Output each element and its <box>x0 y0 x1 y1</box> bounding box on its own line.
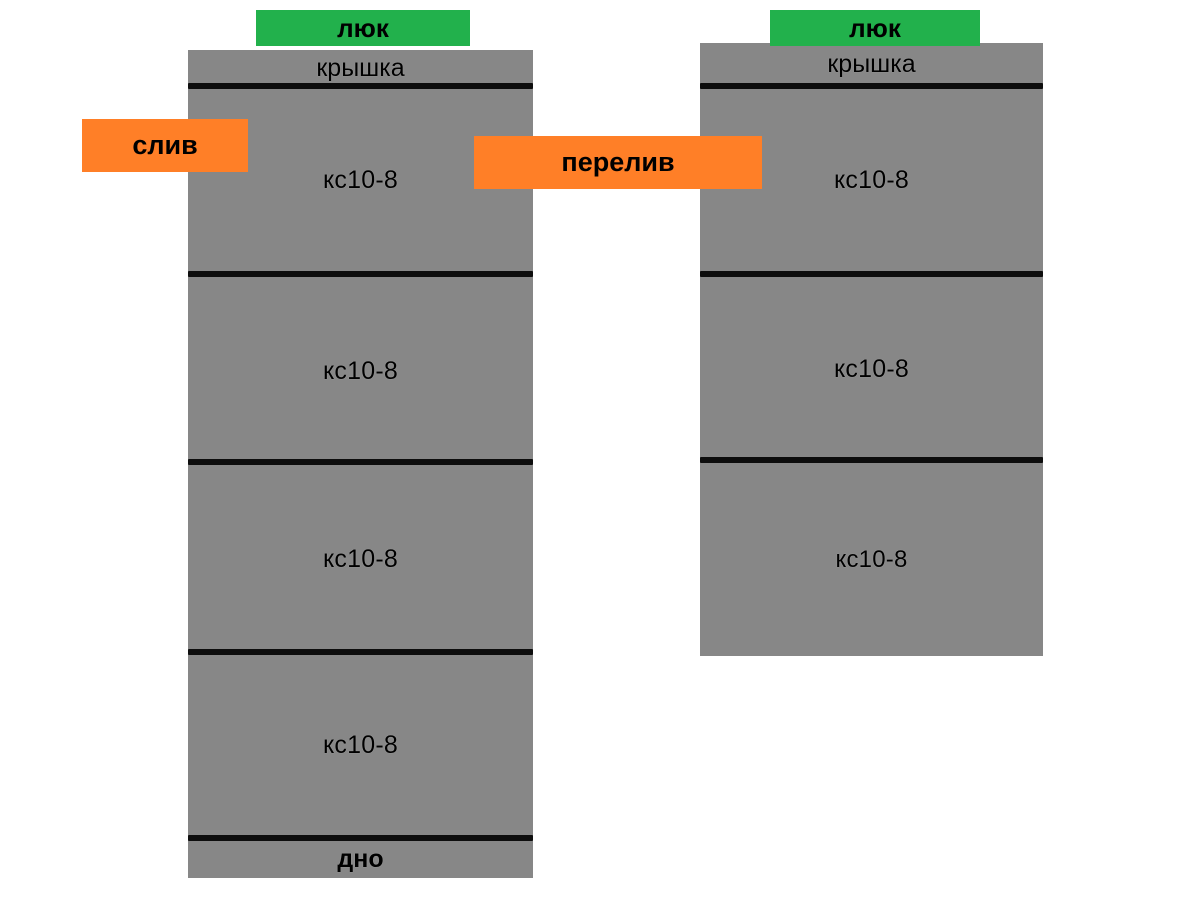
well-right-cover-band: крышка <box>700 43 1043 86</box>
well-left-cover-label: крышка <box>316 53 405 82</box>
ring-label: кс10-8 <box>834 165 909 194</box>
well-left-ring-4: кс10-8 <box>188 655 533 835</box>
drain-pipe-tag[interactable]: слив <box>82 119 248 172</box>
well-right-cover-label: крышка <box>827 50 916 78</box>
ring-label: кс10-8 <box>323 356 398 385</box>
ring-label: кс10-8 <box>323 730 398 759</box>
well-left-ring-1: кс10-8 <box>188 86 533 274</box>
well-left-seam-2 <box>188 459 533 465</box>
well-right-seam-0 <box>700 83 1043 89</box>
well-left-seam-bottom <box>188 835 533 841</box>
well-left-cover-band: крышка <box>188 50 533 86</box>
ring-label: кс10-8 <box>323 165 398 194</box>
well-left-ring-2: кс10-8 <box>188 277 533 465</box>
well-right-ring-3: кс10-8 <box>700 463 1043 656</box>
well-left-seam-1 <box>188 271 533 277</box>
overflow-pipe-label: перелив <box>561 147 675 177</box>
hatch-left-label: люк <box>337 12 389 43</box>
drain-pipe-label: слив <box>132 130 198 160</box>
well-left-seam-3 <box>188 649 533 655</box>
well-left-seam-0 <box>188 83 533 89</box>
hatch-left-tag[interactable]: люк <box>256 10 470 46</box>
well-left-bottom-band: дно <box>188 841 533 878</box>
ring-label: кс10-8 <box>323 544 398 573</box>
well-right-ring-2: кс10-8 <box>700 277 1043 461</box>
overflow-pipe-tag[interactable]: перелив <box>474 136 762 189</box>
well-right-seam-1 <box>700 271 1043 277</box>
ring-label: кс10-8 <box>834 354 909 383</box>
ring-label: кс10-8 <box>835 545 908 573</box>
well-right-shaft: крышка кс10-8 кс10-8 кс10-8 <box>700 43 1043 656</box>
hatch-right-tag[interactable]: люк <box>770 10 980 46</box>
well-left-ring-3: кс10-8 <box>188 465 533 653</box>
well-right-ring-1: кс10-8 <box>700 86 1043 274</box>
well-left-bottom-label: дно <box>337 845 384 873</box>
hatch-right-label: люк <box>849 12 901 43</box>
well-right-seam-2 <box>700 457 1043 463</box>
